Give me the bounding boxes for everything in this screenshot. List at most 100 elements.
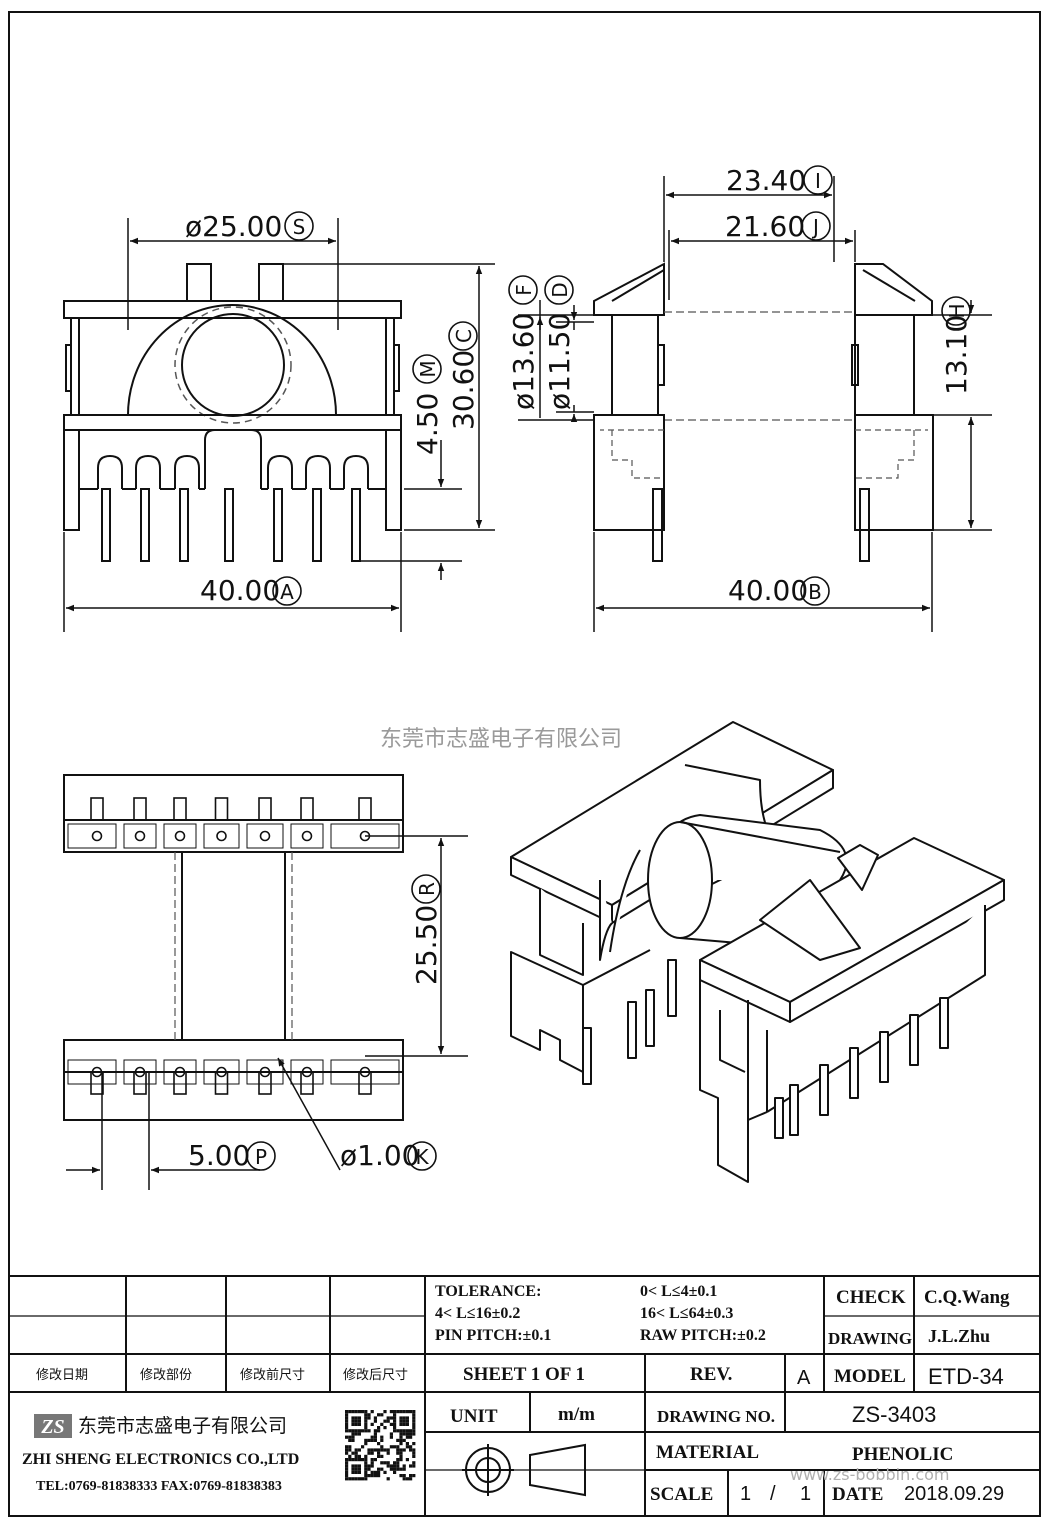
scale-sep: / — [770, 1483, 776, 1505]
dim-D: ø11.50 D — [543, 275, 576, 410]
projection-symbol-icon — [462, 1443, 586, 1497]
pin-slot-top — [300, 797, 314, 821]
svg-text:21.60: 21.60 — [725, 210, 805, 243]
pin-slot-bottom — [258, 1071, 272, 1095]
rev-header-part: 修改部份 — [140, 1367, 192, 1382]
company-name-en: ZHI SHENG ELECTRONICS CO.,LTD — [22, 1451, 299, 1468]
pin-pad-top — [163, 823, 197, 849]
tolerance-3: 16< L≤64±0.3 — [640, 1305, 733, 1322]
pin-pad-bottom — [163, 1059, 197, 1085]
svg-text:ø13.60: ø13.60 — [507, 313, 540, 410]
pin-pad-top — [246, 823, 284, 849]
pin-pad-bottom — [67, 1059, 117, 1085]
svg-text:5.00: 5.00 — [188, 1139, 250, 1172]
title-block — [9, 1275, 1040, 1516]
bottom-view-dimensions — [66, 835, 468, 1190]
svg-text:S: S — [293, 215, 306, 239]
pin-slot-top — [90, 797, 104, 821]
dim-M: 4.50 M — [411, 354, 444, 455]
front-view-dimensions — [63, 218, 495, 632]
scale-a: 1 — [740, 1483, 751, 1505]
pin-slot-top — [173, 797, 187, 821]
dim-K: ø1.00 K — [340, 1139, 437, 1172]
raw-pitch: RAW PITCH:±0.2 — [640, 1327, 766, 1344]
bottom-view-pins — [67, 797, 400, 1095]
pin-slot-bottom — [358, 1071, 372, 1095]
date-label: DATE — [832, 1484, 883, 1505]
rev-header-before: 修改前尺寸 — [240, 1367, 305, 1382]
drawing-value: J.L.Zhu — [928, 1326, 990, 1346]
rev-value: A — [797, 1367, 811, 1389]
company-name-cn: 东莞市志盛电子有限公司 — [78, 1415, 287, 1437]
front-view — [63, 263, 402, 562]
pin-hole-top — [174, 830, 186, 842]
tolerance-1: 0< L≤4±0.1 — [640, 1283, 717, 1300]
pin-slot-top — [214, 797, 229, 821]
side-view — [593, 262, 934, 562]
pin-pad-bottom — [203, 1059, 240, 1085]
drawing-no-value: ZS-3403 — [852, 1402, 936, 1427]
svg-text:I: I — [815, 169, 821, 193]
svg-text:R: R — [415, 882, 439, 896]
pin-hole-top — [91, 830, 103, 842]
pin-hole-top — [134, 830, 146, 842]
pin-slot-bottom — [214, 1071, 229, 1095]
dim-F: ø13.60 F — [507, 275, 540, 410]
svg-text:H: H — [945, 303, 969, 318]
dim-J: 21.60 J — [725, 210, 831, 243]
svg-text:D: D — [548, 282, 572, 297]
pin-pad-top — [67, 823, 117, 849]
isometric-view — [510, 721, 1005, 1183]
model-label: MODEL — [834, 1366, 906, 1387]
pin-pad-bottom — [330, 1059, 400, 1085]
svg-text:40.00: 40.00 — [200, 574, 280, 607]
sheet-text: SHEET 1 OF 1 — [463, 1364, 585, 1385]
pin-slot-bottom — [133, 1071, 147, 1095]
svg-text:23.40: 23.40 — [726, 164, 806, 197]
svg-text:C: C — [452, 329, 476, 343]
company-contact: TEL:0769-81838333 FAX:0769-81838383 — [36, 1479, 282, 1494]
material-label: MATERIAL — [656, 1442, 759, 1463]
pin-slot-top — [358, 797, 372, 821]
svg-text:13.10: 13.10 — [940, 315, 973, 395]
dim-A: 40.00 A — [200, 574, 302, 607]
scale-label: SCALE — [650, 1484, 713, 1505]
pin-slot-top — [258, 797, 272, 821]
pin-hole-bottom — [359, 1066, 371, 1078]
dim-B: 40.00 B — [728, 574, 830, 607]
side-view-dimensions — [518, 176, 992, 632]
qr-code-icon — [345, 1410, 416, 1481]
check-label: CHECK — [836, 1287, 906, 1308]
pin-hole-bottom — [174, 1066, 186, 1078]
pin-hole-bottom — [301, 1066, 313, 1078]
bottom-view — [63, 774, 404, 1121]
svg-text:ZS: ZS — [40, 1416, 64, 1438]
unit-label: UNIT — [450, 1406, 498, 1427]
svg-text:M: M — [416, 360, 440, 377]
sheet-border — [8, 11, 1041, 1517]
svg-text:ø1.00: ø1.00 — [340, 1139, 419, 1172]
svg-text:30.60: 30.60 — [447, 350, 480, 430]
check-value: C.Q.Wang — [924, 1287, 1010, 1308]
drawing-label: DRAWING — [828, 1329, 912, 1348]
dim-C: 30.60 C — [447, 321, 480, 430]
pin-pad-bottom — [290, 1059, 324, 1085]
pin-slot-bottom — [300, 1071, 314, 1095]
pin-slot-bottom — [173, 1071, 187, 1095]
pin-pad-bottom — [246, 1059, 284, 1085]
svg-text:40.00: 40.00 — [728, 574, 808, 607]
svg-text:4.50: 4.50 — [411, 393, 444, 455]
svg-text:ø25.00: ø25.00 — [185, 210, 282, 243]
pin-hole-top — [301, 830, 313, 842]
svg-text:P: P — [255, 1145, 267, 1169]
pin-pad-top — [123, 823, 157, 849]
pin-hole-top — [216, 830, 227, 842]
pin-slot-top — [133, 797, 147, 821]
dim-P: 5.00 P — [188, 1139, 276, 1172]
pin-pitch: PIN PITCH:±0.1 — [435, 1327, 551, 1344]
scale-b: 1 — [800, 1483, 811, 1505]
model-value: ETD-34 — [928, 1364, 1004, 1389]
pin-slot-bottom — [90, 1071, 104, 1095]
rev-label: REV. — [690, 1364, 732, 1385]
